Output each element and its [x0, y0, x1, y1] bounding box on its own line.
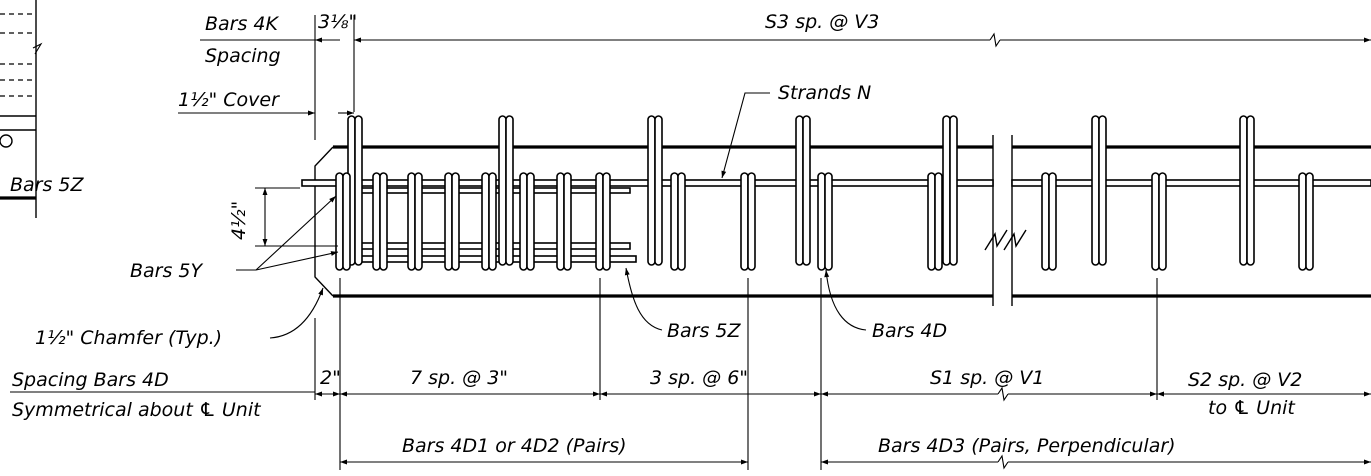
chamfer-label: 1½" Chamfer (Typ.): [35, 327, 222, 349]
bar-4d: [481, 172, 497, 271]
seven-sp-label: 7 sp. @ 3": [410, 367, 508, 389]
dimension-lines: [10, 15, 1371, 470]
bar-4d: [444, 172, 460, 271]
bars-5y-label: Bars 5Y: [130, 260, 204, 282]
bar-4k: [1091, 115, 1107, 266]
bar-4k: [942, 115, 958, 266]
bar-4k: [647, 115, 663, 266]
bar-4d: [927, 172, 943, 271]
s1-spacing-label: S1 sp. @ V1: [930, 367, 1044, 389]
bar-4d: [556, 172, 572, 271]
beam-outline: [314, 135, 1371, 306]
to-cl-unit-label: to ℄ Unit: [1208, 397, 1296, 419]
bar-4d: [1041, 172, 1057, 271]
three-sp-label: 3 sp. @ 6": [650, 367, 748, 389]
bars-4d1-4d2-label: Bars 4D1 or 4D2 (Pairs): [402, 435, 627, 457]
bar-4k: [1239, 115, 1255, 266]
left-section-view: [0, 0, 43, 218]
bar-4d: [372, 172, 388, 271]
s2-spacing-label: S2 sp. @ V2: [1188, 369, 1302, 391]
bar-4d: [740, 172, 756, 271]
bars-5z-label: Bars 5Z: [667, 320, 742, 342]
cover-label: 1½" Cover: [178, 89, 280, 111]
symmetrical-label: Symmetrical about ℄ Unit: [12, 399, 262, 421]
bars-4k-group: [347, 115, 1255, 266]
strands: [301, 179, 1371, 263]
bars-4d-group: [335, 172, 1314, 271]
bar-4d: [817, 172, 833, 271]
dim-4-1-2-label: 4½": [228, 201, 250, 240]
bar-4k: [795, 115, 811, 266]
dim-3-1-8-label: 3⅛": [318, 11, 357, 33]
bars-5z-left-label: Bars 5Z: [10, 174, 85, 196]
bar-4d: [595, 172, 611, 271]
bar-4d: [1151, 172, 1167, 271]
bars-4d3-label: Bars 4D3 (Pairs, Perpendicular): [878, 435, 1176, 457]
dim-2-label: 2": [320, 367, 341, 389]
spacing-bars-4d-label: Spacing Bars 4D: [12, 369, 169, 391]
bar-4k: [498, 115, 514, 266]
spacing-label: Spacing: [205, 45, 281, 67]
labels: Bars 4K Spacing 3⅛" S3 sp. @ V3 1½" Cove…: [10, 11, 1302, 457]
bar-4d: [407, 172, 423, 271]
bars-4d-label: Bars 4D: [872, 320, 947, 342]
bar-4d: [519, 172, 535, 271]
s3-spacing-label: S3 sp. @ V3: [765, 11, 879, 33]
bar-4d: [335, 172, 351, 271]
bar-4d: [1298, 172, 1314, 271]
bar-4d: [670, 172, 686, 271]
bars-4k-label: Bars 4K: [205, 13, 280, 35]
strands-label: Strands N: [778, 82, 871, 104]
